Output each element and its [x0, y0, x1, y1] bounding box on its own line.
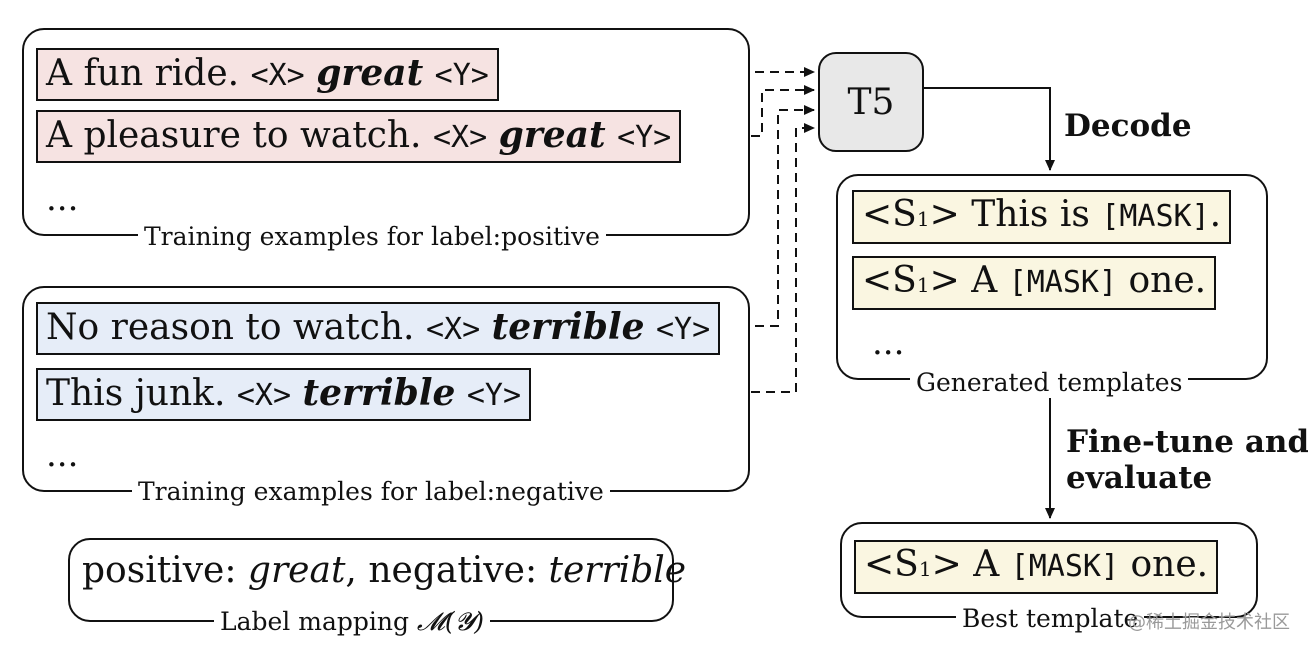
y-token: <Y>	[434, 58, 489, 93]
finetune-step-label: Fine-tune and evaluate	[1066, 424, 1308, 496]
y-token: <Y>	[466, 378, 522, 413]
s-open: <S	[862, 194, 917, 235]
best-template: <S1> A [MASK] one.	[854, 540, 1219, 594]
sentence-token: <S1>	[862, 194, 960, 235]
example-text: This junk.	[46, 373, 226, 414]
x-token: <X>	[250, 58, 305, 93]
s-close: >	[929, 194, 960, 235]
s-open: <S	[864, 544, 919, 585]
positive-example-2: A pleasure to watch. <X> great <Y>	[36, 110, 682, 163]
best-template-caption: Best template	[956, 604, 1145, 634]
template-pre: A	[973, 544, 1000, 585]
generated-template-1: <S1> This is [MASK].	[852, 190, 1232, 244]
sentence-token: <S1>	[864, 544, 962, 585]
finetune-line-1: Fine-tune and	[1066, 424, 1308, 460]
negative-word: terrible	[548, 550, 687, 591]
positive-ellipsis: ...	[46, 179, 79, 219]
label-word: great	[498, 114, 606, 156]
watermark: @稀土掘金技术社区	[1128, 612, 1290, 633]
label-mapping-math: 𝓜(𝓨)	[416, 607, 485, 636]
sentence-token: <S1>	[862, 260, 960, 301]
mapping-separator: ,	[345, 550, 357, 591]
dashed-arrow-pos-2	[706, 85, 815, 137]
positive-example-1: A fun ride. <X> great <Y>	[36, 48, 499, 101]
example-text: No reason to watch.	[46, 307, 415, 348]
y-token: <Y>	[617, 120, 672, 155]
x-token: <X>	[432, 120, 488, 155]
positive-label: positive:	[82, 550, 237, 591]
label-word: terrible	[302, 372, 456, 414]
label-mapping-caption: Label mapping 𝓜(𝓨)	[214, 607, 491, 637]
template-post: one.	[1128, 260, 1207, 301]
positive-group-caption: Training examples for label:positive	[138, 222, 606, 252]
label-mapping-caption-text: Label mapping	[220, 607, 409, 636]
decode-step-label: Decode	[1064, 108, 1192, 144]
label-mapping-text: positive: great, negative: terrible	[82, 548, 686, 594]
template-pre: This is	[971, 194, 1090, 235]
example-text: A pleasure to watch.	[46, 115, 422, 156]
template-post: .	[1209, 194, 1222, 235]
mask-token: [MASK]	[1008, 265, 1118, 300]
negative-label: negative:	[368, 550, 538, 591]
dashed-arrow-neg-1	[740, 105, 815, 327]
s-close: >	[929, 260, 960, 301]
s-subscript: 1	[916, 207, 930, 231]
mask-token: [MASK]	[1010, 549, 1120, 584]
t5-model-node: T5	[818, 52, 924, 152]
positive-word: great	[247, 550, 346, 591]
x-token: <X>	[425, 312, 481, 347]
template-pre: A	[971, 260, 998, 301]
y-token: <Y>	[655, 312, 711, 347]
template-post: one.	[1130, 544, 1209, 585]
mask-token: [MASK]	[1101, 199, 1210, 234]
example-text: A fun ride.	[46, 53, 240, 94]
generated-template-2: <S1> A [MASK] one.	[852, 256, 1217, 310]
label-word: terrible	[491, 306, 645, 348]
negative-group-caption: Training examples for label:negative	[132, 477, 610, 507]
decode-arrow	[924, 87, 1055, 171]
generated-ellipsis: ...	[872, 323, 905, 363]
s-close: >	[931, 544, 962, 585]
label-word: great	[316, 52, 424, 94]
negative-ellipsis: ...	[46, 435, 79, 475]
x-token: <X>	[236, 378, 292, 413]
generated-templates-caption: Generated templates	[910, 368, 1189, 398]
finetune-line-2: evaluate	[1066, 460, 1213, 496]
s-subscript: 1	[916, 273, 930, 297]
negative-example-1: No reason to watch. <X> terrible <Y>	[36, 302, 721, 355]
t5-label: T5	[847, 81, 895, 123]
s-open: <S	[862, 260, 917, 301]
label-mapping-box	[68, 538, 674, 622]
negative-example-2: This junk. <X> terrible <Y>	[36, 368, 532, 421]
s-subscript: 1	[918, 557, 932, 581]
